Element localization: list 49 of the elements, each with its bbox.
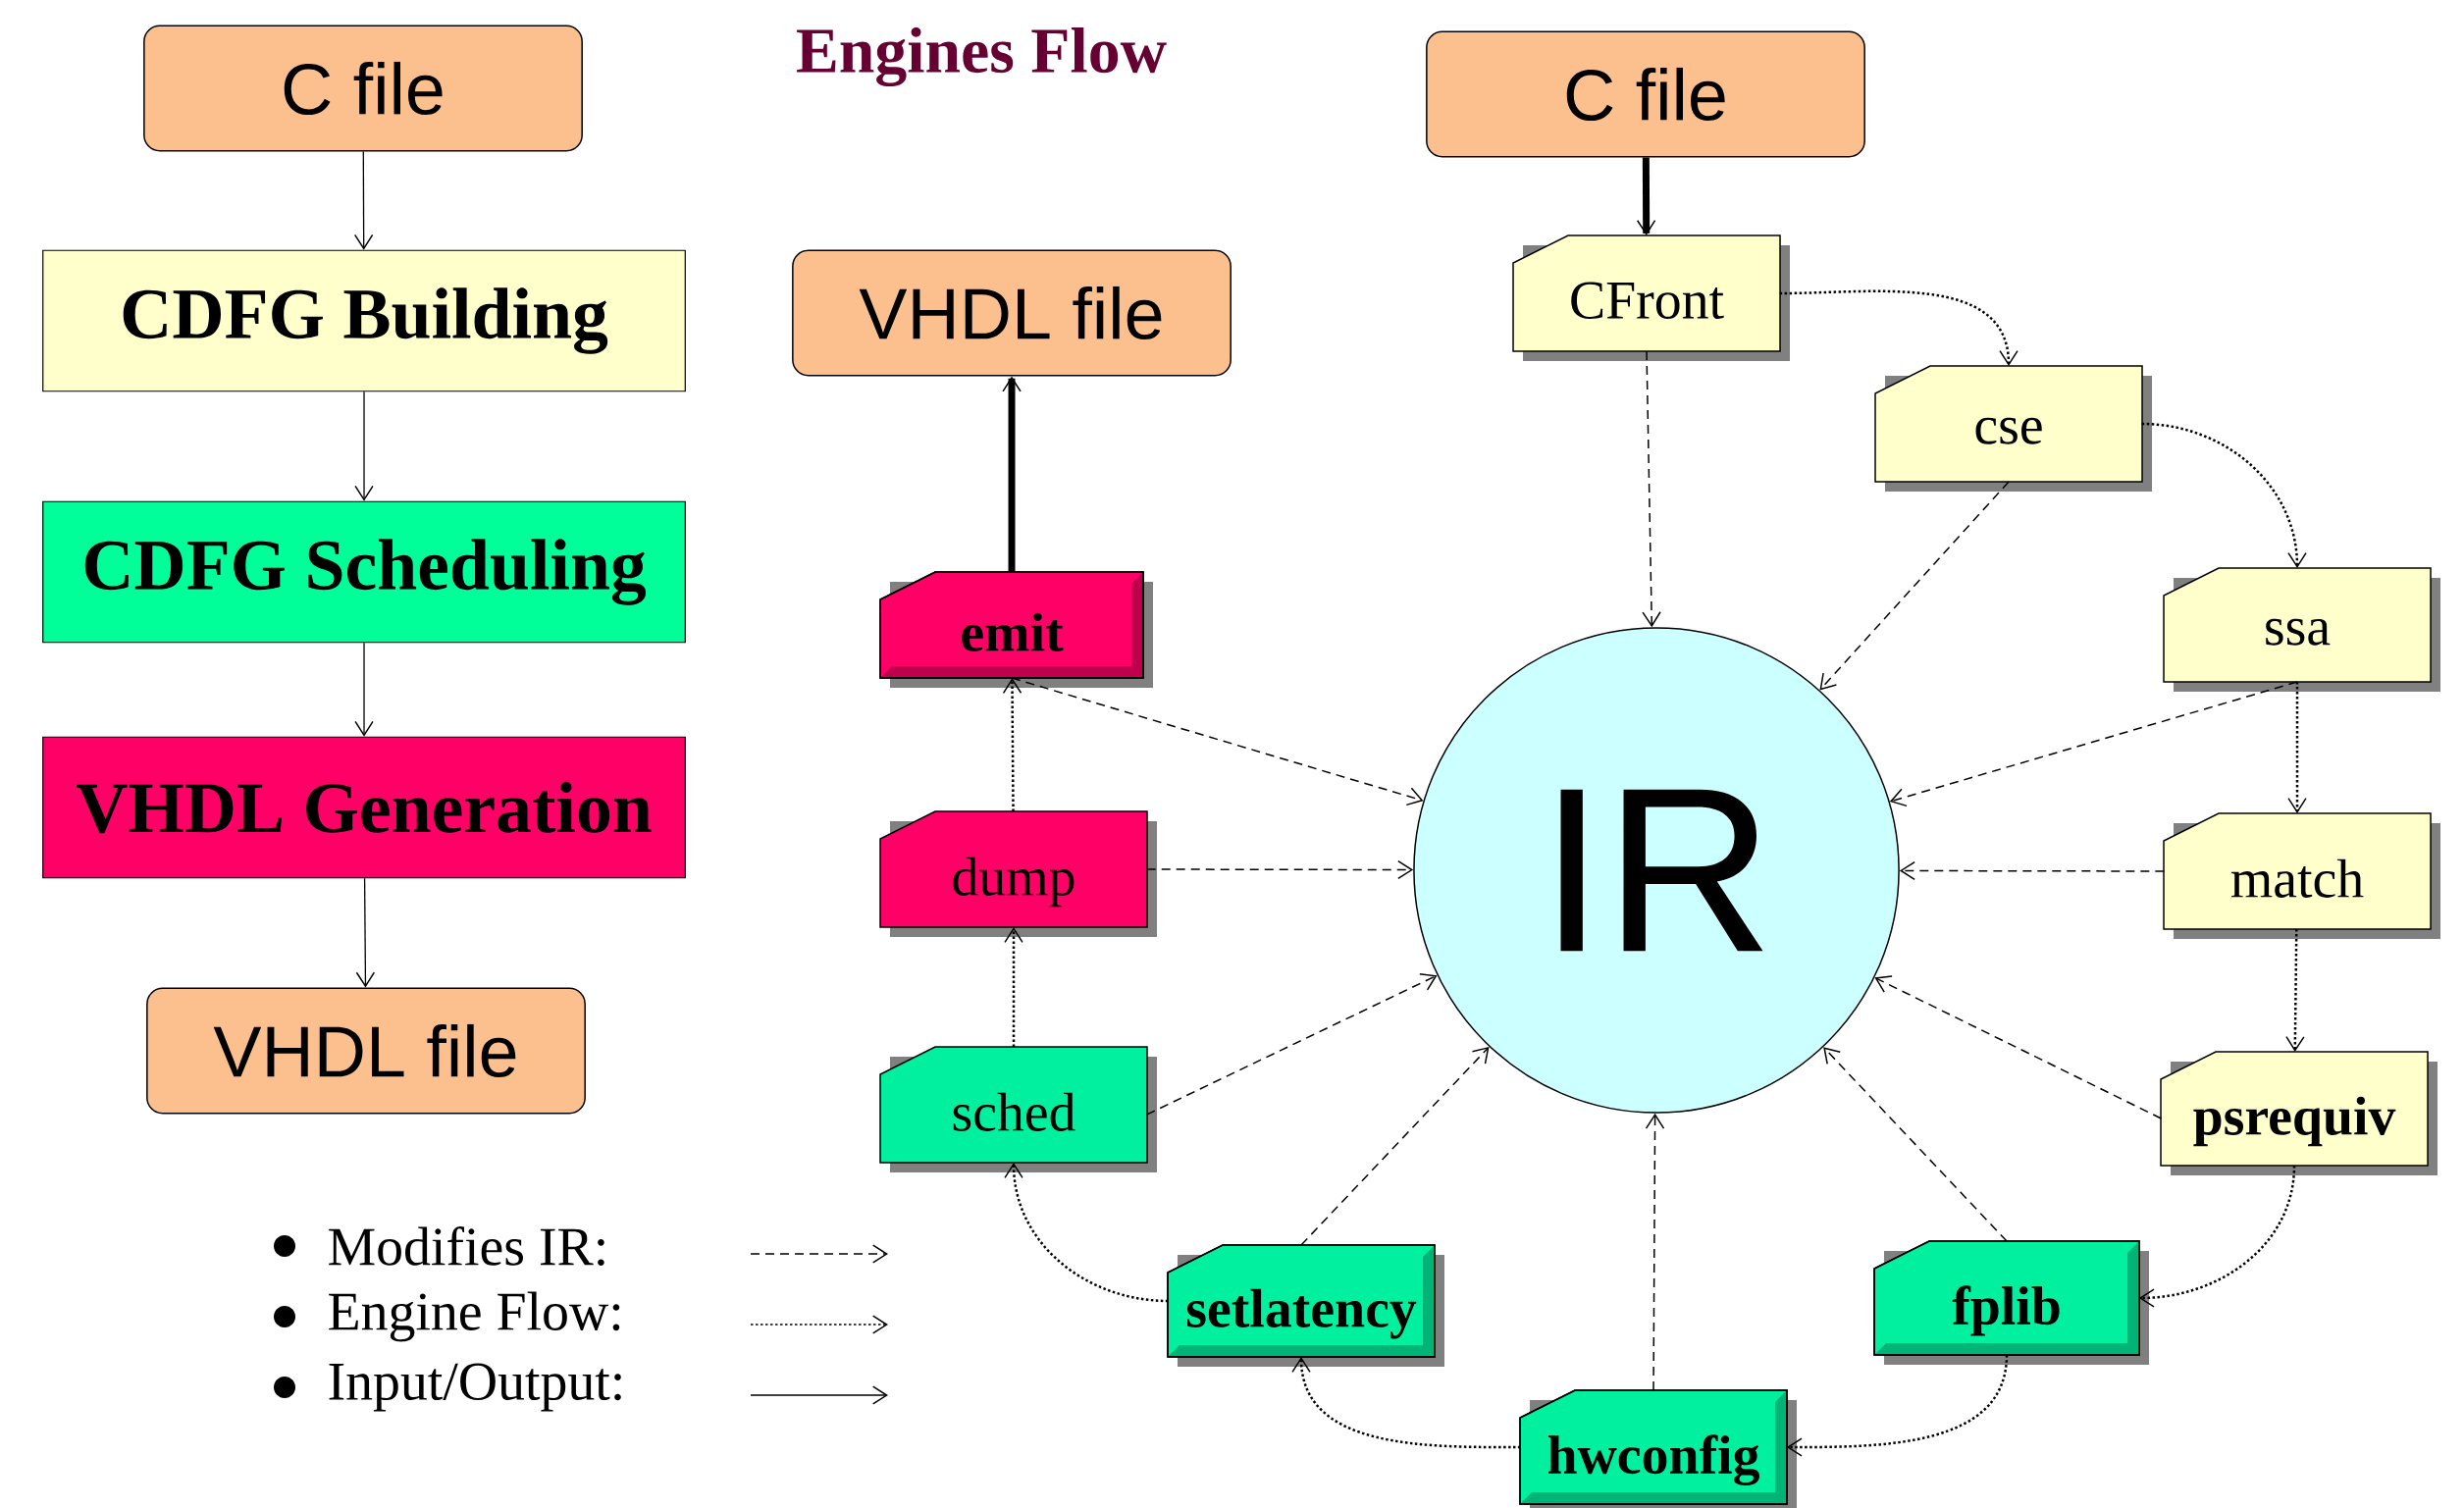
arrow xyxy=(1645,1113,1665,1391)
arrow xyxy=(1819,481,2010,691)
stage-box: CDFG Scheduling xyxy=(42,500,686,644)
engine-box: ssa xyxy=(2163,567,2440,692)
engine-box: dump xyxy=(879,810,1157,937)
engine-box: emit xyxy=(879,571,1153,688)
engine-box: hwconfig xyxy=(1519,1389,1797,1508)
file-box: VHDL file xyxy=(146,987,586,1115)
engine-box: psrequiv xyxy=(2160,1051,2438,1175)
file-box: VHDL file xyxy=(792,249,1232,377)
arrow xyxy=(1002,678,1022,812)
arrow xyxy=(1889,681,2298,807)
engine-box: sched xyxy=(879,1046,1157,1172)
engine-box: CFront xyxy=(1512,234,1790,361)
engine-box: cse xyxy=(1874,365,2152,492)
arrow xyxy=(1004,1163,1169,1303)
arrow xyxy=(2138,1165,2296,1308)
legend-text: Input/Output: xyxy=(329,1363,621,1412)
arrow xyxy=(1300,1046,1490,1246)
legend-text: Modifies IR: xyxy=(329,1225,604,1267)
arrow xyxy=(2141,422,2307,568)
arrow xyxy=(1786,1354,2009,1457)
arrow xyxy=(2285,928,2305,1052)
arrow xyxy=(1011,677,1424,806)
arrow xyxy=(1002,376,1022,572)
arrow xyxy=(355,877,376,988)
arrow xyxy=(1874,975,2163,1119)
title: Engines Flow xyxy=(797,26,1167,87)
arrow xyxy=(1004,927,1023,1047)
arrow xyxy=(1291,1357,1521,1449)
arrow xyxy=(1145,859,1414,880)
arrow xyxy=(1642,350,1661,628)
arrow xyxy=(1823,1047,2008,1242)
arrow xyxy=(353,150,374,250)
engine-box: setlatency xyxy=(1167,1244,1444,1367)
arrow xyxy=(1899,860,2166,881)
arrow xyxy=(354,642,374,737)
arrow xyxy=(2287,682,2307,813)
legend-text: Engine Flow: xyxy=(329,1291,620,1342)
file-box: C file xyxy=(143,25,583,152)
engine-box: match xyxy=(2163,812,2440,939)
stage-box: VHDL Generation xyxy=(42,736,686,879)
arrow xyxy=(1145,972,1438,1116)
arrow xyxy=(1636,157,1656,235)
arrow xyxy=(1779,289,2018,366)
arrow xyxy=(354,390,374,501)
stage-box: CDFG Building xyxy=(42,249,686,392)
engine-box: fplib xyxy=(1873,1240,2149,1365)
file-box: C file xyxy=(1426,30,1865,158)
